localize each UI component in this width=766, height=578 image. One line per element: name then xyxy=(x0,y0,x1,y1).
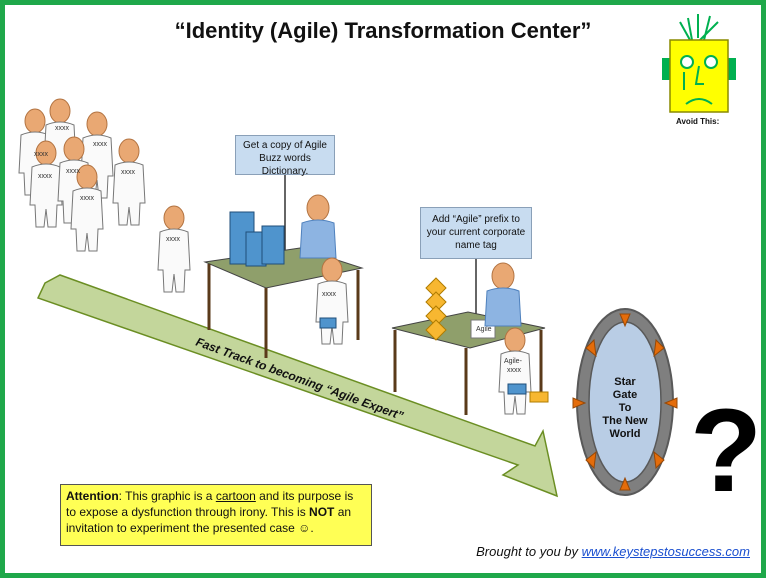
attention-part2: and its purpose is to expose a dysfuncti… xyxy=(66,489,354,519)
nametag-text: Agile xyxy=(476,326,492,333)
footer-prefix: Brought to you by xyxy=(476,544,582,559)
prefix-stack xyxy=(425,277,447,341)
tag-text: xxxx xyxy=(93,141,108,148)
attention-note: Attention: This graphic is a cartoon and… xyxy=(60,484,372,546)
gate-line-4: The New xyxy=(602,415,648,427)
attention-label: Attention xyxy=(66,489,119,503)
attention-not: NOT xyxy=(309,505,335,519)
crowd: xxxx xxxx xxxx xxxx xxxx xxxx xxxx xxxx xyxy=(18,98,191,293)
star-gate: Star Gate To The New World xyxy=(572,308,678,496)
arrow-label: Fast Track to becoming “Agile Expert” xyxy=(194,335,405,423)
person xyxy=(112,138,146,226)
table-1 xyxy=(203,194,364,358)
clerk xyxy=(299,194,337,259)
agile-tag-line1: Agile- xyxy=(504,358,523,365)
dictionary-sign: Get a copy of Agile Buzz words Dictionar… xyxy=(235,135,335,177)
tag-text: xxxx xyxy=(121,169,136,176)
clerk xyxy=(484,262,522,327)
tag-text: xxxx xyxy=(322,291,337,298)
tag-text: xxxx xyxy=(55,125,70,132)
question-mark: ? xyxy=(690,385,763,517)
gate-arrows xyxy=(572,313,678,491)
prefix-sign: Add “Agile” prefix to your current corpo… xyxy=(420,207,532,259)
gate-line-5: World xyxy=(610,428,641,440)
tag-text: xxxx xyxy=(38,173,53,180)
sad-face-icon xyxy=(662,14,736,113)
tag-text: xxxx xyxy=(66,168,81,175)
page-title: “Identity (Agile) Transformation Center” xyxy=(174,18,592,43)
person xyxy=(157,205,191,293)
dictionary-stacks xyxy=(229,211,285,267)
tag-text: xxxx xyxy=(166,236,181,243)
tag-text: xxxx xyxy=(80,195,95,202)
footer-link[interactable]: www.keystepstosuccess.com xyxy=(581,544,750,559)
attention-cartoon: cartoon xyxy=(215,489,256,503)
fast-track-arrow xyxy=(36,274,559,498)
tag-text: xxxx xyxy=(34,151,49,158)
attention-part1: : This graphic is a xyxy=(118,489,216,503)
table-2: Agile xyxy=(391,262,546,415)
agile-tag-line2: xxxx xyxy=(507,367,522,374)
footer: Brought to you by www.keystepstosuccess.… xyxy=(476,544,750,559)
gate-line-2: Gate xyxy=(613,389,637,401)
avoid-label: Avoid This: xyxy=(676,117,720,126)
gate-line-1: Star xyxy=(614,376,636,388)
attention-part3: an invitation to experiment the presente… xyxy=(66,505,352,535)
gate-line-3: To xyxy=(619,402,632,414)
